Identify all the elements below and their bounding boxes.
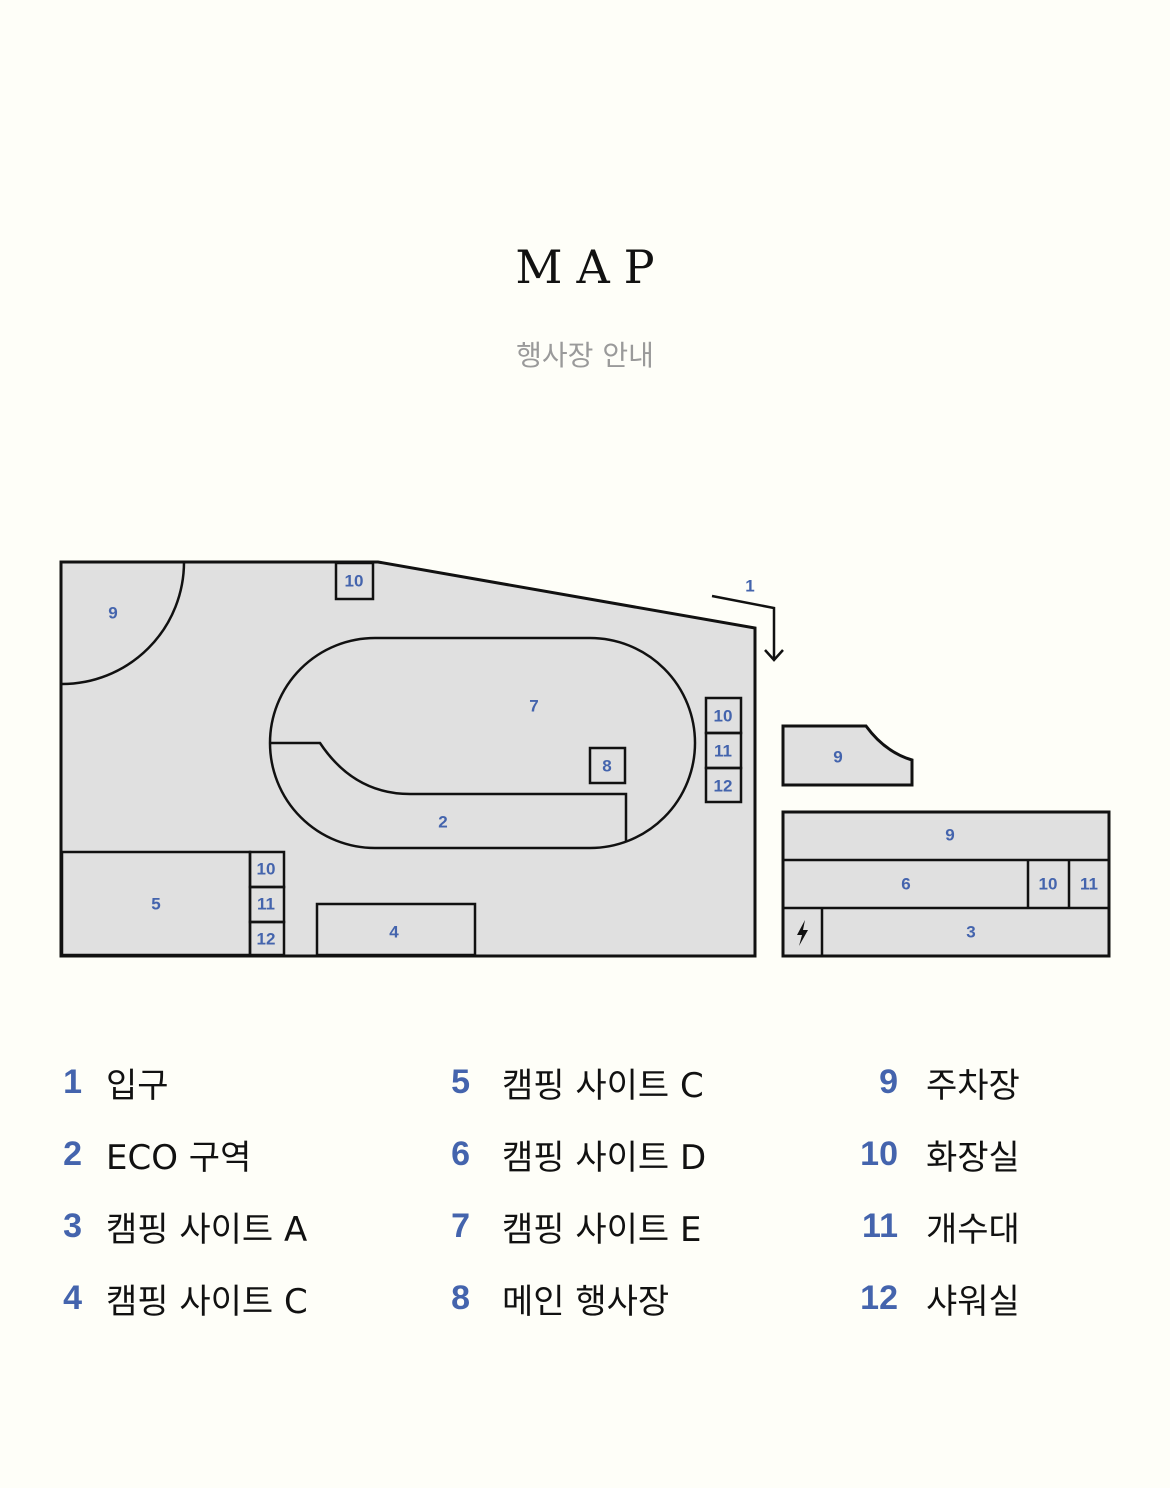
label-shower-left: 12: [257, 930, 276, 949]
track-outline: [268, 636, 697, 850]
label-toilet-right: 10: [714, 707, 733, 726]
label-eco-area: 2: [438, 813, 447, 832]
main-venue-area: [59, 560, 757, 958]
legend-number: 9: [879, 1062, 898, 1101]
label-camp-c-bottom: 4: [389, 923, 399, 942]
label-sink-east: 11: [1080, 875, 1098, 894]
legend-item[interactable]: 9 주차장: [850, 1052, 1020, 1112]
legend-label: 화장실: [926, 1137, 1020, 1178]
parking-zone-corner[interactable]: [61, 561, 186, 686]
toilet-box-top[interactable]: [334, 561, 375, 601]
label-toilet-top: 10: [345, 572, 364, 591]
lightning-bolt-icon: [797, 920, 808, 946]
legend-number: 12: [860, 1278, 898, 1317]
shower-box-right[interactable]: [704, 766, 743, 804]
legend-label: 캠핑 사이트 C: [502, 1065, 704, 1106]
legend-number: 5: [451, 1062, 470, 1101]
legend-number: 1: [63, 1062, 82, 1101]
label-parking-small: 9: [833, 748, 842, 767]
eco-area-boundary[interactable]: [270, 741, 628, 842]
page-title: MAP: [515, 240, 669, 294]
site-map: 1 9 10 7 2 8 10 11 12 5 10 11 12 4 9 9 6…: [59, 560, 1111, 958]
label-camp-d: 6: [901, 875, 910, 894]
parking-zone-small[interactable]: [781, 724, 914, 787]
legend-item[interactable]: 4 캠핑 사이트 C: [40, 1268, 308, 1328]
legend-label: 입구: [106, 1065, 169, 1106]
label-camp-a: 3: [966, 923, 975, 942]
legend-number: 3: [63, 1206, 82, 1245]
legend-item[interactable]: 11 개수대: [850, 1196, 1020, 1256]
legend-label: 캠핑 사이트 A: [106, 1209, 308, 1250]
legend-label: 캠핑 사이트 C: [106, 1281, 308, 1322]
label-camp-c-left: 5: [151, 895, 160, 914]
legend-label: 샤워실: [926, 1281, 1020, 1322]
legend-label: 메인 행사장: [502, 1281, 670, 1322]
legend-label: 개수대: [926, 1209, 1020, 1250]
label-sink-left: 11: [257, 895, 275, 914]
legend-label: 캠핑 사이트 D: [502, 1137, 707, 1178]
legend-item[interactable]: 1 입구: [40, 1052, 169, 1112]
map-legend: 1 입구 2 ECO 구역 3 캠핑 사이트 A 4 캠핑 사이트 C 5 캠핑…: [0, 1052, 1170, 1352]
label-entrance: 1: [745, 577, 754, 596]
legend-number: 4: [63, 1278, 82, 1317]
legend-item[interactable]: 5 캠핑 사이트 C: [428, 1052, 704, 1112]
arrow-down-icon: [711, 594, 784, 662]
legend-number: 10: [860, 1134, 898, 1173]
legend-item[interactable]: 12 샤워실: [850, 1268, 1020, 1328]
legend-number: 7: [451, 1206, 470, 1245]
legend-label: ECO 구역: [106, 1137, 252, 1178]
legend-item[interactable]: 3 캠핑 사이트 A: [40, 1196, 307, 1256]
label-track-inner: 7: [529, 697, 538, 716]
legend-item[interactable]: 6 캠핑 사이트 D: [428, 1124, 706, 1184]
legend-number: 2: [63, 1134, 82, 1173]
legend-item[interactable]: 8 메인 행사장: [428, 1268, 669, 1328]
label-toilet-left: 10: [257, 860, 276, 879]
page-subtitle: 행사장 안내: [516, 339, 654, 372]
legend-item[interactable]: 2 ECO 구역: [40, 1124, 251, 1184]
shower-box-left[interactable]: [248, 920, 286, 957]
legend-number: 11: [862, 1206, 898, 1245]
label-toilet-east: 10: [1039, 875, 1058, 894]
legend-item[interactable]: 10 화장실: [850, 1124, 1020, 1184]
east-block: [781, 810, 1111, 958]
label-parking-strip: 9: [945, 826, 954, 845]
label-main-stage: 8: [602, 757, 611, 776]
legend-label: 캠핑 사이트 E: [502, 1209, 702, 1250]
label-sink-right: 11: [714, 742, 732, 761]
legend-label: 주차장: [926, 1065, 1020, 1106]
campsite-c-bottom[interactable]: [315, 902, 477, 957]
main-stage-box[interactable]: [588, 746, 627, 785]
label-shower-right: 12: [714, 777, 733, 796]
legend-number: 6: [451, 1134, 470, 1173]
legend-number: 8: [451, 1278, 470, 1317]
legend-item[interactable]: 7 캠핑 사이트 E: [428, 1196, 702, 1256]
label-parking-corner: 9: [108, 604, 117, 623]
